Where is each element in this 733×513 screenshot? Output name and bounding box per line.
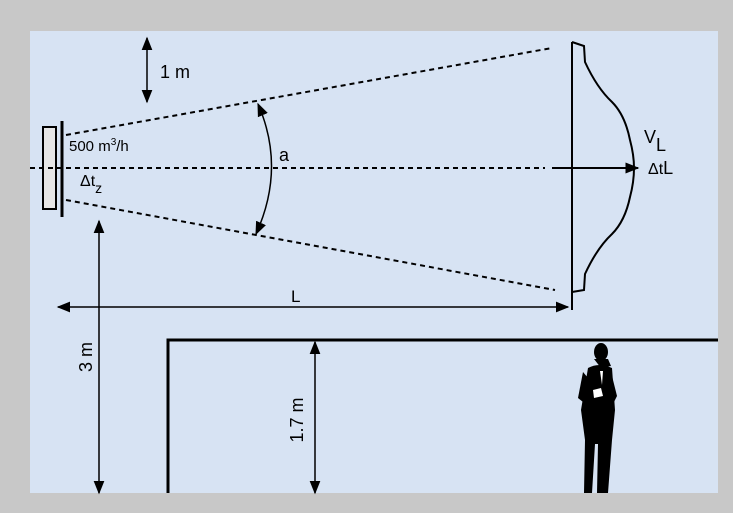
jet-lower-boundary [65,199,556,291]
delta-tz-label: Δtz [80,173,102,196]
jet-upper-boundary [65,47,553,136]
height-1m-label: 1 m [160,62,190,82]
person-silhouette [578,343,617,493]
velocity-label: VL [644,127,666,155]
spread-angle-label: a [279,145,290,165]
airflow-label: 500 m3/h [69,137,129,155]
spread-angle-arc [255,102,273,236]
distance-label: L [291,287,300,306]
occupied-zone-boundary [166,338,718,493]
height-3m-label: 3 m [76,342,96,372]
height-1-7m-label: 1.7 m [287,397,307,442]
delta-tl-label: ΔtL [648,158,673,178]
